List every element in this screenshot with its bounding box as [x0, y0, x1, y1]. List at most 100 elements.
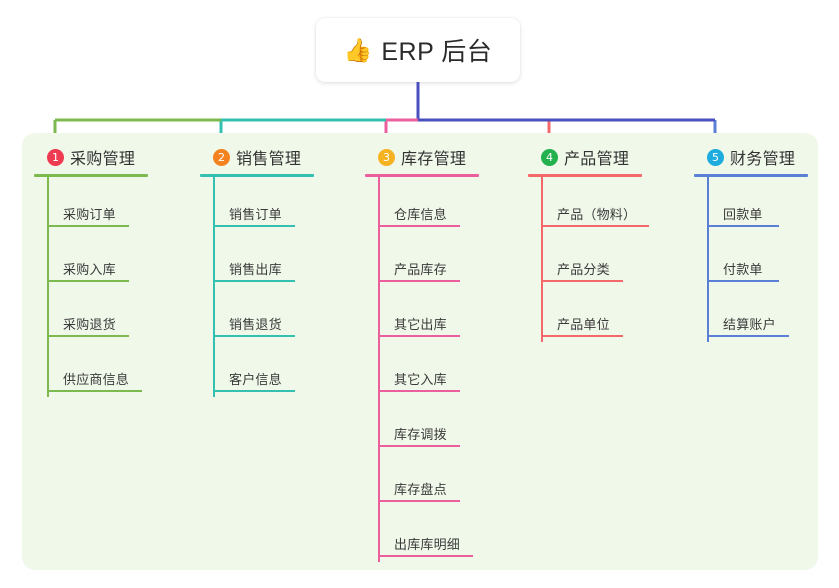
branch-item-label: 采购订单	[63, 207, 116, 222]
branch-item[interactable]: 出库库明细	[378, 507, 479, 562]
branch-item-label: 其它入库	[394, 372, 447, 387]
branch-item[interactable]: 库存盘点	[378, 452, 479, 507]
branch-item[interactable]: 销售出库	[213, 232, 314, 287]
branch-item-list: 回款单付款单结算账户	[694, 177, 808, 342]
branch-item[interactable]: 产品单位	[541, 287, 642, 342]
branch-item-label: 销售订单	[229, 207, 282, 222]
branch-item-label: 出库库明细	[394, 537, 461, 552]
branch-item-underline	[707, 225, 779, 227]
branch-item[interactable]: 采购退货	[47, 287, 148, 342]
branch-item-label: 供应商信息	[63, 372, 130, 387]
branch-column-3: 3 库存管理仓库信息产品库存其它出库其它入库库存调拨库存盘点出库库明细	[365, 145, 479, 562]
branch-header-3[interactable]: 3 库存管理	[365, 145, 479, 169]
branch-item-underline	[47, 225, 129, 227]
branch-column-4: 4 产品管理产品（物料） 产品分类产品单位	[528, 145, 649, 342]
branch-spine	[47, 177, 49, 397]
branch-title: 财务管理	[730, 151, 796, 168]
branch-item[interactable]: 客户信息	[213, 342, 314, 397]
branch-underline	[528, 174, 642, 177]
branch-item-underline	[707, 335, 789, 337]
branch-item-label: 产品分类	[557, 262, 610, 277]
branch-item-underline	[213, 225, 295, 227]
branch-title: 产品管理	[564, 151, 630, 168]
branch-item-label: 产品（物料）	[557, 207, 637, 222]
branch-underline	[365, 174, 479, 177]
branch-item[interactable]: 其它出库	[378, 287, 479, 342]
branch-header-1[interactable]: 1 采购管理	[34, 145, 148, 169]
branch-item-underline	[378, 555, 473, 557]
branch-item-underline	[47, 335, 129, 337]
branch-number-badge: 2	[213, 148, 230, 166]
branch-item-underline	[213, 280, 295, 282]
branch-title: 采购管理	[70, 151, 136, 168]
branch-item[interactable]: 销售退货	[213, 287, 314, 342]
branch-item-label: 其它出库	[394, 317, 447, 332]
branch-item-underline	[213, 335, 295, 337]
branch-item-underline	[541, 225, 649, 227]
branch-item[interactable]: 付款单	[707, 232, 808, 287]
branch-item-underline	[378, 335, 460, 337]
branch-spine	[378, 177, 380, 562]
branch-item-label: 仓库信息	[394, 207, 447, 222]
branch-item[interactable]: 库存调拨	[378, 397, 479, 452]
root-node-content: 👍 ERP 后台	[344, 32, 493, 68]
branch-item[interactable]: 采购入库	[47, 232, 148, 287]
branch-item-underline	[378, 445, 460, 447]
thumbs-up-icon: 👍	[343, 36, 373, 63]
branch-number-badge: 3	[378, 148, 395, 166]
branch-column-2: 2 销售管理销售订单销售出库销售退货客户信息	[200, 145, 314, 397]
branch-header-4[interactable]: 4 产品管理	[528, 145, 642, 169]
branch-item[interactable]: 结算账户	[707, 287, 808, 342]
branch-panel	[22, 133, 818, 570]
branch-item-label: 销售出库	[229, 262, 282, 277]
branch-spine	[707, 177, 709, 342]
branch-item-underline	[47, 280, 129, 282]
branch-item-underline	[541, 280, 623, 282]
branch-item-label: 采购退货	[63, 317, 116, 332]
branch-item-label: 产品单位	[557, 317, 610, 332]
branch-item-label: 库存盘点	[394, 482, 447, 497]
branch-item-label: 结算账户	[723, 317, 776, 332]
branch-underline	[200, 174, 314, 177]
branch-item[interactable]: 产品库存	[378, 232, 479, 287]
branch-item[interactable]: 仓库信息	[378, 177, 479, 232]
branch-item-label: 采购入库	[63, 262, 116, 277]
branch-underline	[34, 174, 148, 177]
branch-title: 库存管理	[401, 151, 467, 168]
branch-item-list: 仓库信息产品库存其它出库其它入库库存调拨库存盘点出库库明细	[365, 177, 479, 562]
root-title: ERP 后台	[381, 38, 493, 66]
branch-underline	[694, 174, 808, 177]
branch-item-label: 产品库存	[394, 262, 447, 277]
branch-title: 销售管理	[236, 151, 302, 168]
branch-column-1: 1 采购管理采购订单采购入库采购退货供应商信息	[34, 145, 148, 397]
branch-item-underline	[378, 225, 460, 227]
branch-item[interactable]: 供应商信息	[47, 342, 148, 397]
branch-number-badge: 4	[541, 148, 558, 166]
branch-item-underline	[541, 335, 623, 337]
branch-item-underline	[213, 390, 295, 392]
branch-item-list: 销售订单销售出库销售退货客户信息	[200, 177, 314, 397]
root-node[interactable]: 👍 ERP 后台	[316, 18, 520, 82]
branch-item[interactable]: 其它入库	[378, 342, 479, 397]
branch-header-2[interactable]: 2 销售管理	[200, 145, 314, 169]
branch-spine	[213, 177, 215, 397]
branch-item[interactable]: 产品（物料）	[541, 177, 649, 232]
branch-item-list: 产品（物料） 产品分类产品单位	[528, 177, 649, 342]
branch-item-underline	[378, 390, 460, 392]
branch-item[interactable]: 回款单	[707, 177, 808, 232]
branch-item-label: 库存调拨	[394, 427, 447, 442]
branch-item-underline	[707, 280, 779, 282]
branch-item-underline	[378, 280, 460, 282]
branch-item-list: 采购订单采购入库采购退货供应商信息	[34, 177, 148, 397]
branch-item-underline	[378, 500, 460, 502]
branch-item-label: 回款单	[723, 207, 763, 222]
branch-item[interactable]: 销售订单	[213, 177, 314, 232]
branch-item[interactable]: 产品分类	[541, 232, 642, 287]
branch-number-badge: 1	[47, 148, 64, 166]
branch-item[interactable]: 采购订单	[47, 177, 148, 232]
branch-item-label: 销售退货	[229, 317, 282, 332]
branch-spine	[541, 177, 543, 342]
